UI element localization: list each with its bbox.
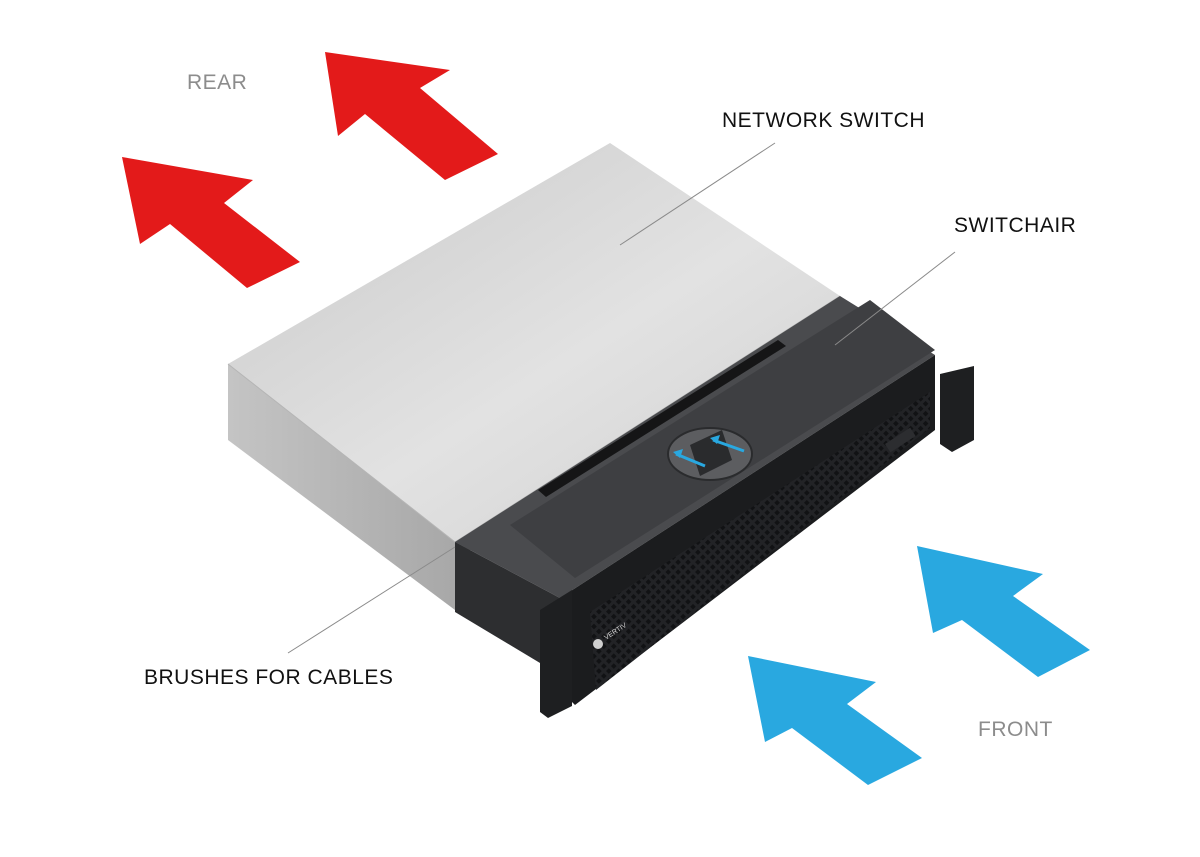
rack-ear-right <box>940 366 974 452</box>
leader-switchair <box>834 251 956 346</box>
model-badge <box>885 427 916 453</box>
network-switch-left-face <box>228 364 455 610</box>
rear-airflow-arrows <box>122 52 498 288</box>
rear-arrow-lower <box>122 157 300 288</box>
leader-network-switch <box>619 142 776 246</box>
rack-ear-left <box>540 590 572 718</box>
switchair-unit: VERTIV <box>455 296 974 718</box>
brushes-label: BRUSHES FOR CABLES <box>144 666 394 689</box>
rear-arrow-upper <box>325 52 498 180</box>
vertiv-logo-icon <box>593 639 603 649</box>
switchair-label: SWITCHAIR <box>954 214 1077 237</box>
switchair-front-mesh <box>590 392 930 690</box>
front-arrow-lower <box>748 656 922 785</box>
switchair-side <box>455 542 560 675</box>
front-arrow-upper <box>917 546 1090 677</box>
network-switch-label: NETWORK SWITCH <box>722 109 925 132</box>
cable-brush-slot-rear <box>538 340 786 497</box>
leader-brushes <box>287 546 456 654</box>
leader-lines <box>287 142 956 654</box>
network-switch-top <box>228 143 840 542</box>
front-label: FRONT <box>978 718 1053 741</box>
rear-label: REAR <box>187 71 248 94</box>
front-airflow-arrows <box>748 546 1090 785</box>
